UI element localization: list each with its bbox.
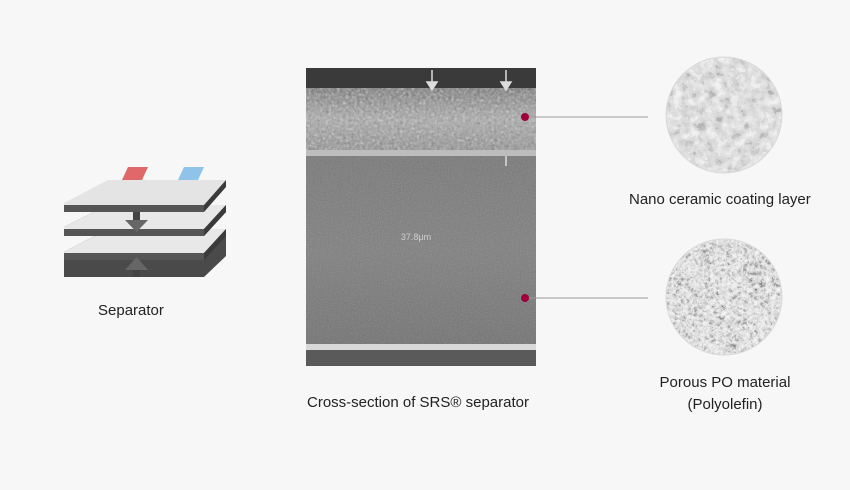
bottom-layer-edge bbox=[64, 253, 204, 260]
sem-scale-text: 37.8μm bbox=[401, 232, 431, 242]
top-layer bbox=[64, 180, 226, 212]
cross-section-label: Cross-section of SRS® separator bbox=[307, 394, 529, 411]
separator-label: Separator bbox=[98, 302, 164, 319]
sem-cross-section-image: 37.8μm bbox=[306, 68, 536, 366]
sem-po-texture bbox=[306, 156, 536, 344]
sem-measure-arrows bbox=[425, 70, 513, 166]
separator-layer-stack-icon bbox=[64, 167, 226, 277]
porous-po-label-line2: (Polyolefin) bbox=[687, 396, 763, 413]
porous-po-label-line1: Porous PO material bbox=[659, 374, 791, 391]
nano-ceramic-label: Nano ceramic coating layer bbox=[629, 191, 811, 208]
pressure-arrows-icon bbox=[125, 212, 148, 277]
sem-bottom-band bbox=[306, 350, 536, 366]
sem-coating-texture bbox=[306, 88, 536, 150]
blue-tab bbox=[178, 167, 204, 180]
sem-bottom-line bbox=[306, 344, 536, 350]
red-tab bbox=[122, 167, 148, 180]
sem-boundary-line bbox=[306, 150, 536, 156]
porous-po-label: Porous PO material (Polyolefin) bbox=[640, 372, 810, 416]
porous-po-micrograph bbox=[665, 238, 783, 356]
nano-ceramic-micrograph bbox=[665, 56, 783, 174]
